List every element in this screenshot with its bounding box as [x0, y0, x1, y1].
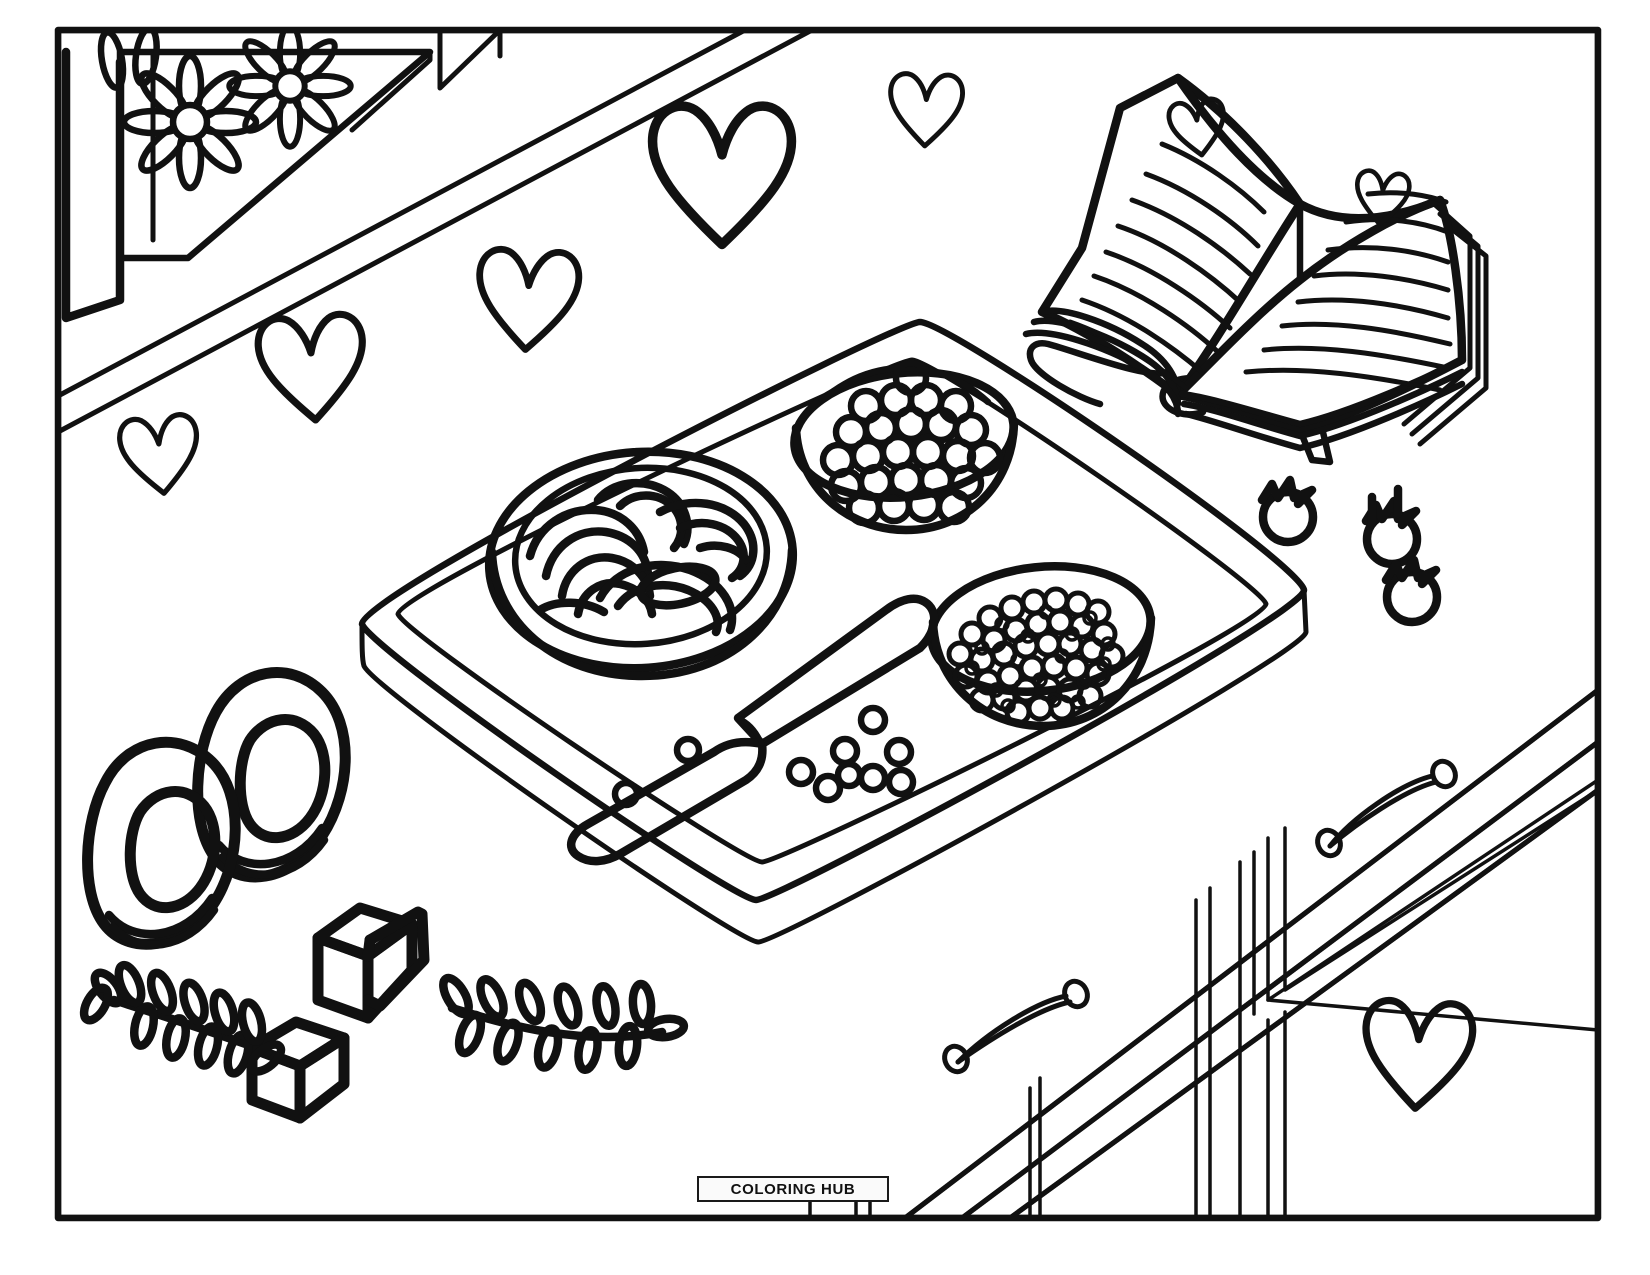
cheese-cubes: [246, 902, 430, 1124]
cherry-tomato-1: [1257, 475, 1318, 547]
berries-in-bowl: [946, 586, 1126, 726]
avocado-half-left: [82, 736, 241, 950]
avocado-halves: [82, 667, 351, 950]
cheese-cube-group-upper: [312, 902, 430, 1024]
scattered-peas: [785, 704, 917, 804]
cookbook-text-lines-left: [1067, 141, 1267, 391]
drawer-handle-top[interactable]: [1314, 758, 1460, 860]
cheese-cube-group-lower: [246, 1016, 350, 1124]
noodles: [525, 479, 758, 637]
daisy-flower-1: [120, 52, 260, 192]
cookbook-text-lines-right: [1243, 190, 1453, 393]
page-border-redraw: [54, 26, 1602, 1222]
heart-icon-5: [888, 71, 966, 149]
berry-bowl: [927, 562, 1156, 731]
cherry-tomato-3: [1381, 555, 1442, 627]
cookbook-heart-right: [1355, 168, 1412, 227]
cookbook: [1022, 73, 1489, 466]
noodle-bowl: [484, 447, 798, 681]
cherry-tomatoes: [1257, 475, 1442, 627]
peas-in-bowl: [819, 359, 1004, 527]
decorative-hearts: [117, 71, 1477, 1112]
heart-icon-2: [254, 310, 366, 424]
daisy-flower-2: [226, 22, 354, 150]
cookbook-heart-left: [1166, 96, 1226, 158]
chef-knife: [566, 594, 939, 866]
herb-sprig-left: [79, 960, 286, 1078]
heart-icon-4: [647, 101, 797, 250]
drawer-handle-middle[interactable]: [941, 978, 1092, 1076]
heart-icon-8: [1362, 996, 1477, 1112]
herb-sprigs: [79, 960, 689, 1078]
pea-bowl: [790, 359, 1019, 535]
watermark-coloring-hub: COLORING HUB: [697, 1176, 889, 1202]
herb-sprig-right: [439, 973, 689, 1075]
cabinet: [808, 687, 1601, 1221]
heart-icon-3: [476, 245, 583, 353]
heart-icon-1: [117, 412, 200, 496]
